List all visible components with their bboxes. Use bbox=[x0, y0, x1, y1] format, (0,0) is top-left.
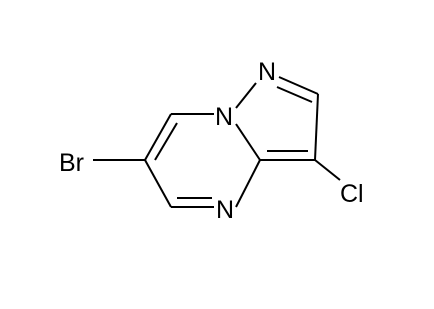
atom-label-bromine: Br bbox=[59, 149, 84, 177]
atom-label-n-top: N bbox=[258, 58, 276, 86]
bond-c3a-n-bridge bbox=[235, 123, 261, 161]
bond-c2-c3 bbox=[314, 93, 319, 161]
bond-n-top-c2-inner bbox=[276, 86, 313, 103]
atom-label-chlorine: Cl bbox=[340, 180, 364, 208]
bond-n-bridge-n-top bbox=[235, 82, 257, 109]
atom-label-n-lower: N bbox=[216, 196, 234, 224]
bond-c7-c6 bbox=[144, 113, 172, 161]
bond-c3-cl bbox=[314, 159, 341, 181]
atom-label-n-bridge: N bbox=[215, 103, 233, 131]
bond-n-top-c2 bbox=[278, 76, 319, 95]
bond-n-lower-c3a bbox=[235, 159, 261, 208]
bond-c6-c5 bbox=[144, 159, 172, 208]
bond-c7-c6-inner bbox=[154, 122, 178, 161]
